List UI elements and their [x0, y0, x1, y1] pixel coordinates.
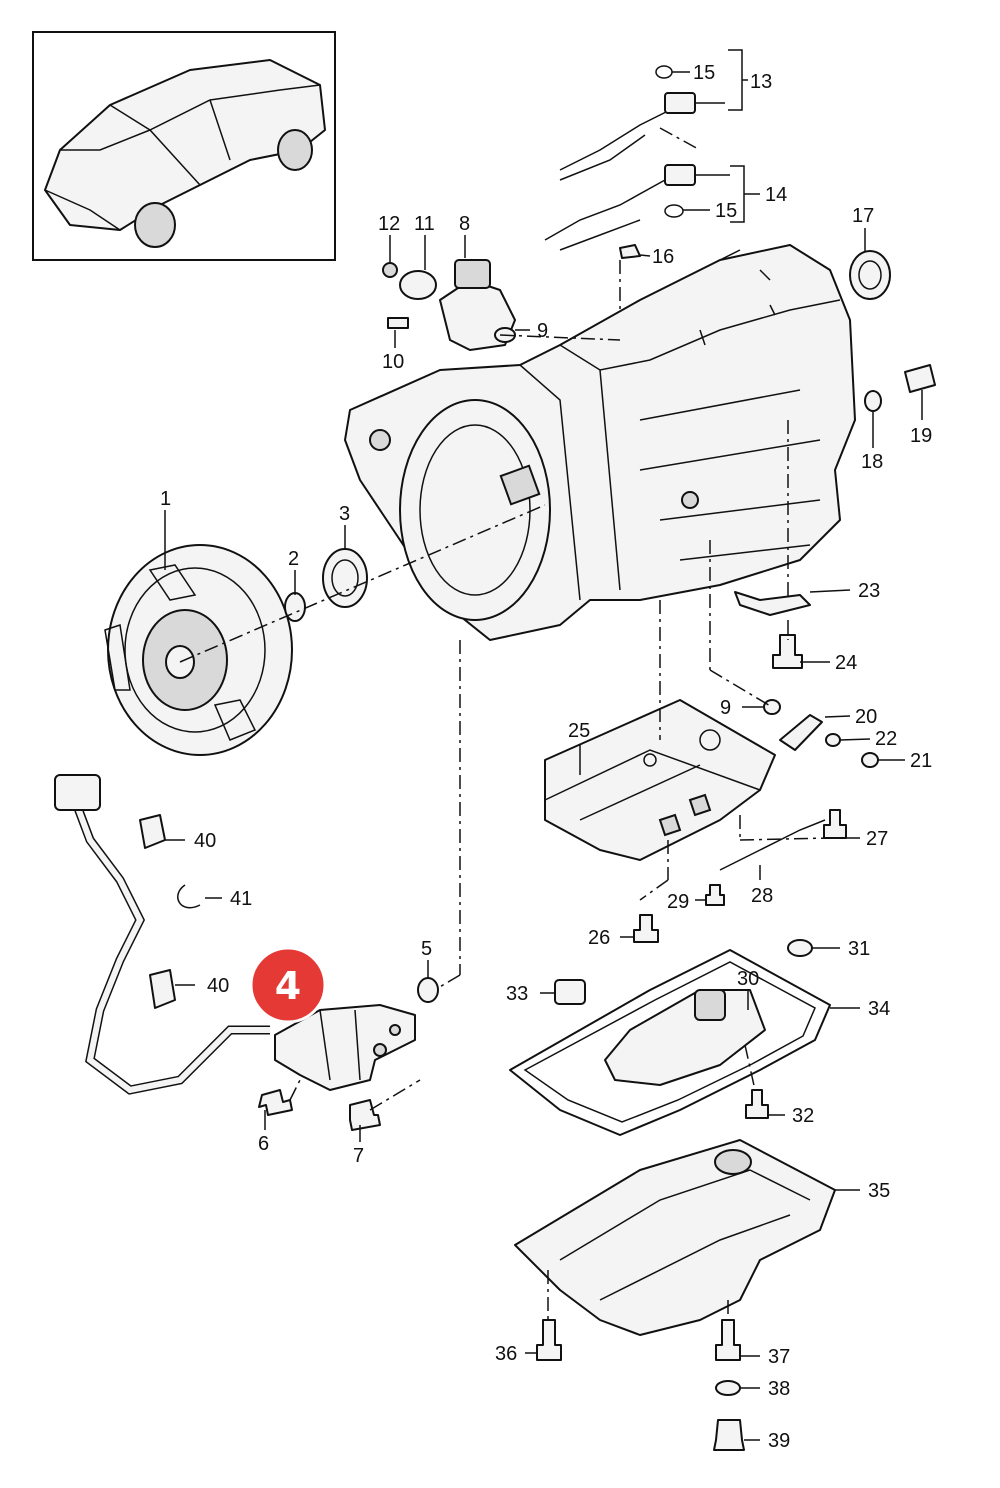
- callout-32: 32: [792, 1105, 814, 1127]
- bolt-37: [715, 1319, 741, 1361]
- lever-20: [779, 714, 823, 751]
- bolt-7: [349, 1099, 381, 1131]
- callout-29: 29: [667, 891, 689, 913]
- callout-35: 35: [868, 1180, 890, 1202]
- callout-7: 7: [353, 1145, 364, 1167]
- callout-22: 22: [875, 728, 897, 750]
- bolt-24: [772, 634, 803, 669]
- bolt-36: [536, 1319, 562, 1361]
- seal-33: [554, 979, 586, 1005]
- callout-31: 31: [848, 938, 870, 960]
- callout-30: 30: [737, 968, 759, 990]
- torque-converter: [104, 544, 293, 756]
- callout-36: 36: [495, 1343, 517, 1365]
- bolt-32: [745, 1089, 769, 1119]
- callout-15b: 15: [715, 200, 737, 222]
- callout-40b: 40: [207, 975, 229, 997]
- bolt-29: [705, 884, 725, 906]
- callout-5: 5: [421, 938, 432, 960]
- selector-sensor: [382, 259, 516, 351]
- callout-25: 25: [568, 720, 590, 742]
- washer-38: [715, 1380, 741, 1396]
- filter-30: [604, 989, 766, 1086]
- seal-17: [849, 250, 891, 300]
- callout-labels: 1 2 3 4 5 6 7 8 9 9 10 11 12 13 14 15 15…: [160, 62, 932, 1452]
- callout-9b: 9: [720, 697, 731, 719]
- callout-2: 2: [288, 548, 299, 570]
- callout-16: 16: [652, 246, 674, 268]
- callout-10: 10: [382, 351, 404, 373]
- plug-39: [713, 1419, 745, 1451]
- callout-18: 18: [861, 451, 883, 473]
- leader-lines: [164, 49, 923, 1441]
- transmission-housing: [344, 244, 856, 641]
- gasket-34: [509, 949, 831, 1136]
- callout-23: 23: [858, 580, 880, 602]
- callout-20: 20: [855, 706, 877, 728]
- callout-38: 38: [768, 1378, 790, 1400]
- callout-21: 21: [910, 750, 932, 772]
- washer-31: [787, 939, 813, 957]
- mechatronic-harness: [54, 774, 270, 1095]
- callout-41: 41: [230, 888, 252, 910]
- callout-28: 28: [751, 885, 773, 907]
- assembly-lines: [179, 127, 831, 1320]
- bolt-6: [258, 1089, 293, 1116]
- vehicle-thumbnail: [32, 31, 336, 261]
- callout-40a: 40: [194, 830, 216, 852]
- bolt-26: [633, 914, 659, 943]
- callout-26: 26: [588, 927, 610, 949]
- callout-8: 8: [459, 213, 470, 235]
- callout-3: 3: [339, 503, 350, 525]
- callout-6: 6: [258, 1133, 269, 1155]
- plug-19: [904, 364, 936, 393]
- washer-18: [864, 390, 882, 412]
- callout-11: 11: [414, 213, 435, 235]
- highlight-badge-label: 4: [275, 964, 301, 1008]
- callout-14: 14: [765, 184, 787, 206]
- callout-1: 1: [160, 488, 171, 510]
- o-ring-5: [417, 977, 439, 1003]
- valve-body: [544, 699, 776, 861]
- callout-34: 34: [868, 998, 890, 1020]
- highlight-badge: 4: [249, 946, 327, 1024]
- callout-12: 12: [378, 213, 400, 235]
- callout-37: 37: [768, 1346, 790, 1368]
- callout-9a: 9: [537, 320, 548, 342]
- valve-assembly-4: [274, 1004, 416, 1091]
- callout-27: 27: [866, 828, 888, 850]
- callout-39: 39: [768, 1430, 790, 1452]
- sensor-wire-28: [719, 819, 826, 871]
- callout-19: 19: [910, 425, 932, 447]
- wiring-harness-upper: [544, 65, 696, 259]
- oil-pan: [514, 1139, 836, 1336]
- callout-15a: 15: [693, 62, 715, 84]
- callout-17: 17: [852, 205, 874, 227]
- bolt-27: [823, 809, 847, 839]
- bracket-23: [734, 591, 811, 616]
- callout-33: 33: [506, 983, 528, 1005]
- callout-13: 13: [750, 71, 772, 93]
- callout-24: 24: [835, 652, 857, 674]
- o-ring-2: [284, 592, 306, 622]
